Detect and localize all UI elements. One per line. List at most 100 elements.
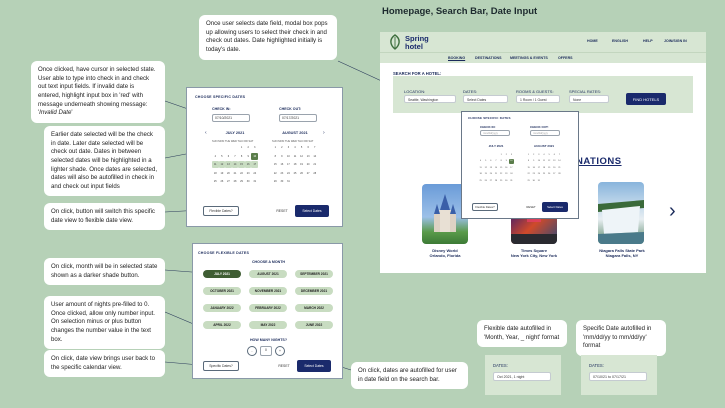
spec-example-input[interactable]: 07/10/21 to 07/17/21 bbox=[589, 372, 647, 381]
calendar-day[interactable]: 7 bbox=[558, 153, 560, 156]
calendar-day[interactable]: 26 bbox=[300, 171, 303, 175]
calendar-day[interactable]: 16 bbox=[244, 161, 252, 168]
calendar-day[interactable]: 3 bbox=[510, 153, 512, 156]
calendar-day[interactable]: 2 bbox=[247, 146, 249, 149]
destination-image-niagara[interactable] bbox=[598, 182, 644, 244]
calendar-day[interactable]: 17 bbox=[510, 166, 513, 169]
calendar-day[interactable]: 20 bbox=[553, 166, 556, 169]
calendar-day[interactable]: 15 bbox=[527, 166, 530, 169]
calendar-day[interactable]: 18 bbox=[293, 163, 297, 166]
nights-input[interactable]: 0 bbox=[260, 346, 272, 356]
calendar-day[interactable]: 5 bbox=[548, 153, 550, 156]
calendar-day[interactable]: 12 bbox=[548, 160, 551, 163]
calendar-day[interactable]: 11 bbox=[212, 161, 219, 168]
calendar-day[interactable]: 25 bbox=[293, 171, 297, 175]
calendar-day[interactable]: 9 bbox=[247, 154, 249, 158]
calendar-day[interactable]: 25 bbox=[542, 173, 546, 176]
next-month-icon[interactable]: › bbox=[323, 130, 325, 136]
calendar-day[interactable]: 18 bbox=[479, 173, 482, 176]
calendar-day[interactable]: 14 bbox=[313, 154, 317, 158]
calendar-day[interactable]: 11 bbox=[479, 166, 482, 169]
calendar-day[interactable]: 20 bbox=[227, 171, 230, 175]
rates-input[interactable]: None bbox=[569, 95, 609, 103]
flex-reset-button[interactable]: RESET bbox=[278, 364, 290, 368]
calendar-day[interactable]: 21 bbox=[313, 163, 317, 166]
calendar-day[interactable]: 5 bbox=[485, 160, 487, 163]
calendar-day[interactable]: 23 bbox=[505, 173, 508, 176]
check-in-input[interactable]: 07/10/2021 bbox=[212, 114, 250, 122]
calendar-day[interactable]: 20 bbox=[306, 163, 310, 166]
calendar-day[interactable]: 28 bbox=[313, 171, 317, 175]
month-option[interactable]: JANUARY 2022 bbox=[203, 304, 241, 312]
calendar-day[interactable]: 19 bbox=[300, 163, 303, 166]
month-option[interactable]: MARCH 2022 bbox=[295, 304, 333, 312]
calendar-day[interactable]: 6 bbox=[553, 153, 555, 156]
calendar-day[interactable]: 7 bbox=[314, 146, 316, 149]
dates-input[interactable]: Select Dates bbox=[463, 95, 508, 103]
calendar-day[interactable]: 28 bbox=[494, 179, 498, 182]
calendar-day[interactable]: 5 bbox=[221, 154, 223, 158]
link-home[interactable]: HOME bbox=[587, 39, 598, 43]
calendar-day[interactable]: 15 bbox=[500, 166, 503, 169]
calendar-day[interactable]: 18 bbox=[213, 171, 217, 175]
nights-plus-button[interactable]: + bbox=[275, 346, 285, 356]
calendar-day[interactable]: 3 bbox=[538, 153, 540, 156]
rooms-input[interactable]: 1 Room / 1 Guest bbox=[516, 95, 560, 103]
calendar-day[interactable]: 24 bbox=[537, 173, 540, 176]
calendar-day[interactable]: 28 bbox=[558, 173, 561, 176]
nav-meetings-events[interactable]: MEETINGS & EVENTS bbox=[510, 56, 548, 60]
calendar-day[interactable]: 11 bbox=[293, 154, 297, 158]
calendar-day[interactable]: 1 bbox=[240, 146, 243, 149]
calendar-day[interactable]: 30 bbox=[532, 179, 535, 182]
calendar-day[interactable]: 30 bbox=[246, 180, 250, 183]
calendar-day[interactable]: 14 bbox=[558, 160, 561, 163]
mini-reset-button[interactable]: RESET bbox=[526, 205, 536, 209]
calendar-day[interactable]: 17 bbox=[537, 166, 540, 169]
calendar-day[interactable]: 19 bbox=[220, 171, 224, 175]
select-dates-button[interactable]: Select Dates bbox=[295, 205, 329, 217]
mini-select-dates-button[interactable]: Select Dates bbox=[542, 202, 568, 212]
month-option[interactable]: SEPTEMBER 2021 bbox=[295, 270, 333, 278]
calendar-day[interactable]: 13 bbox=[489, 166, 492, 169]
calendar-day[interactable]: 14 bbox=[231, 161, 239, 168]
calendar-day[interactable]: 30 bbox=[280, 180, 284, 183]
month-option[interactable]: DECEMBER 2021 bbox=[295, 287, 333, 295]
check-out-input[interactable]: 07/17/2021 bbox=[279, 114, 317, 122]
link-join-sign-in[interactable]: JOIN/SIGN IN bbox=[664, 39, 687, 43]
month-option[interactable]: AUGUST 2021 bbox=[249, 270, 287, 278]
find-hotels-button[interactable]: FIND HOTELS bbox=[626, 93, 666, 105]
calendar-day[interactable]: 4 bbox=[294, 146, 296, 149]
nav-offers[interactable]: OFFERS bbox=[558, 56, 573, 60]
calendar-day[interactable]: 24 bbox=[510, 173, 513, 176]
calendar-day[interactable]: 18 bbox=[542, 166, 546, 169]
calendar-day[interactable]: 23 bbox=[532, 173, 535, 176]
calendar-day[interactable]: 26 bbox=[548, 173, 551, 176]
calendar-day[interactable]: 27 bbox=[227, 180, 230, 183]
calendar-day[interactable]: 16 bbox=[505, 166, 508, 169]
calendar-day[interactable]: 28 bbox=[233, 180, 237, 183]
calendar-day[interactable]: 17 bbox=[287, 163, 290, 166]
calendar-day[interactable]: 29 bbox=[240, 180, 243, 183]
flexible-dates-button[interactable]: Flexible Dates? bbox=[203, 206, 239, 216]
calendar-day[interactable]: 1 bbox=[500, 153, 502, 156]
calendar-day[interactable]: 15 bbox=[238, 161, 245, 168]
month-option[interactable]: APRIL 2022 bbox=[203, 321, 241, 329]
prev-month-icon[interactable]: ‹ bbox=[205, 130, 207, 136]
calendar-day[interactable]: 8 bbox=[528, 160, 530, 163]
mini-flexible-dates-button[interactable]: Flexible Dates? bbox=[472, 203, 498, 211]
calendar-day[interactable]: 13 bbox=[553, 160, 556, 163]
calendar-day[interactable]: 27 bbox=[489, 179, 492, 182]
calendar-day[interactable]: 16 bbox=[280, 163, 284, 166]
month-option[interactable]: FEBRUARY 2022 bbox=[249, 304, 287, 312]
calendar-day[interactable]: 8 bbox=[500, 160, 502, 163]
calendar-day[interactable]: 31 bbox=[253, 180, 257, 183]
month-option[interactable]: OCTOBER 2021 bbox=[203, 287, 241, 295]
mini-check-in-input[interactable]: mm/dd/yyyy bbox=[480, 130, 510, 136]
location-input[interactable]: Seattle, Washington bbox=[404, 95, 456, 103]
calendar-day[interactable]: 19 bbox=[548, 166, 551, 169]
calendar-day[interactable]: 4 bbox=[214, 154, 216, 158]
carousel-next-icon[interactable]: › bbox=[669, 200, 676, 222]
month-option[interactable]: NOVEMBER 2021 bbox=[249, 287, 287, 295]
specific-dates-button[interactable]: Specific Dates? bbox=[203, 361, 239, 371]
calendar-day[interactable]: 9 bbox=[533, 160, 535, 163]
